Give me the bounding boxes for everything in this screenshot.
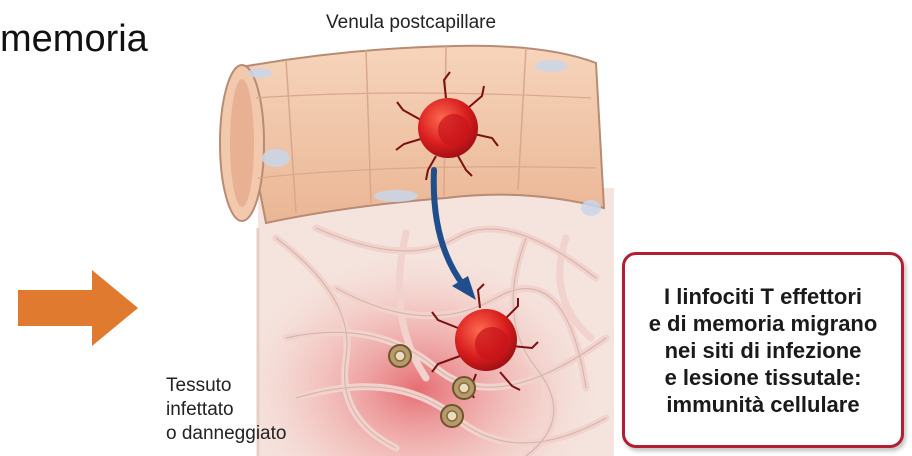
right-arrow-icon <box>18 270 138 346</box>
callout-box: I linfociti T effettori e di memoria mig… <box>622 252 904 448</box>
callout-line: I linfociti T effettori <box>664 283 862 310</box>
tissue-label-line: Tessuto <box>166 374 286 398</box>
tissue-label-line: o danneggiato <box>166 422 286 446</box>
slide-title: memoria <box>0 18 148 61</box>
callout-line: nei siti di infezione <box>665 337 862 364</box>
callout-line: e lesione tissutale: <box>665 364 862 391</box>
tissue-label-line: infettato <box>166 398 286 422</box>
vessel-label: Venula postcapillare <box>326 12 496 34</box>
callout-line: e di memoria migrano <box>649 310 878 337</box>
tissue-label: Tessuto infettato o danneggiato <box>166 374 286 446</box>
postcapillary-venule <box>220 46 604 223</box>
callout-line: immunità cellulare <box>666 391 859 418</box>
